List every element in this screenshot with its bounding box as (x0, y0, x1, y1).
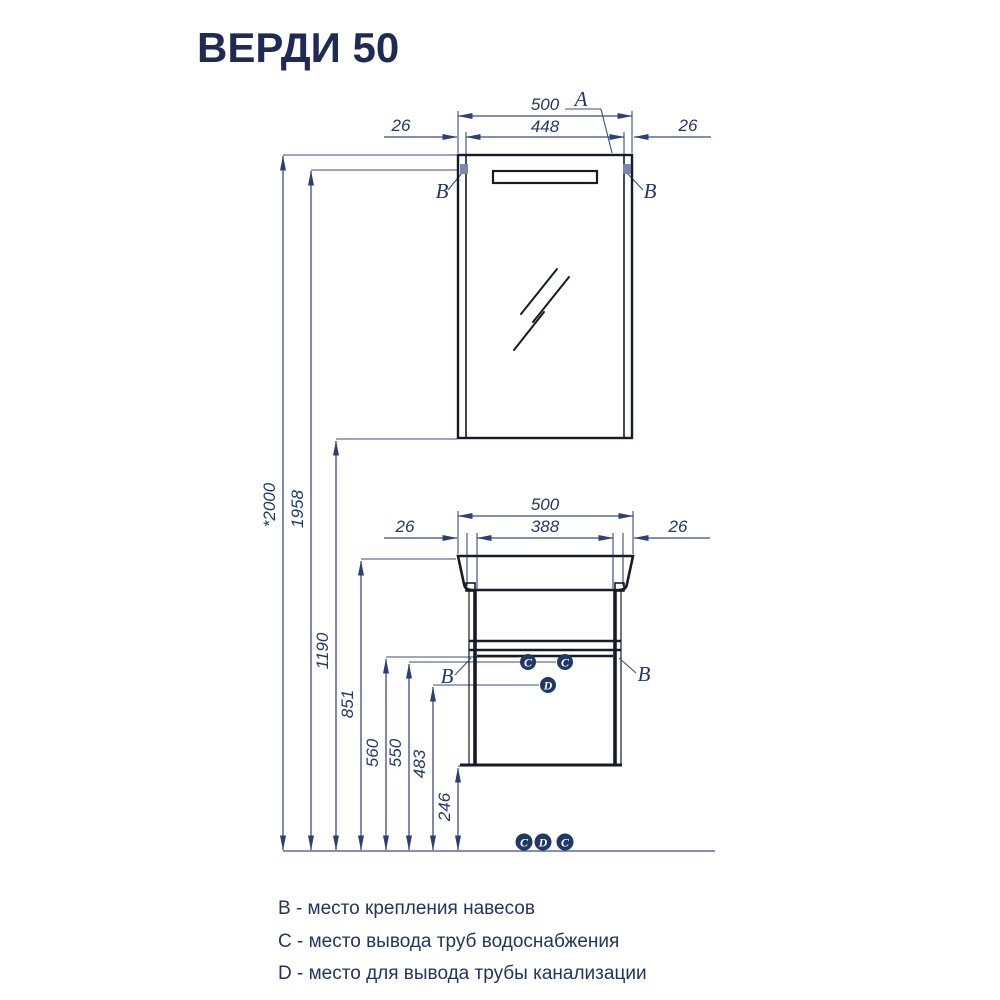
floor-marker-c-right (556, 833, 574, 851)
mount-point-right (623, 164, 631, 174)
floor: C D C (283, 833, 715, 852)
height-value-mirror-bottom: 1190 (313, 632, 332, 669)
legend-line-b: B - место крепления навесов (278, 898, 535, 919)
supply-pipe-marker-left (520, 654, 536, 670)
leader-b (454, 657, 472, 676)
dim-value-mirror-span: 448 (531, 117, 560, 136)
height-value-sink-top: 851 (338, 690, 357, 718)
legend-line-d: D - место для вывода трубы канализации (278, 963, 647, 984)
mirror-dimensions: 500 448 26 26 A B B (384, 87, 711, 203)
lamp-slot (491, 169, 599, 185)
floor-marker-c-left (515, 833, 533, 851)
leader-b (626, 172, 644, 191)
dim-value-mirror-offset-right: 26 (678, 116, 698, 135)
leader-b (447, 172, 463, 191)
dim-value-vanity-width: 500 (531, 495, 560, 514)
height-value-mirror-top: *2000 (260, 482, 279, 527)
floor-marker-letter: C (561, 836, 570, 850)
dim-value-mirror-width: 500 (531, 95, 560, 114)
leader-a (600, 108, 613, 154)
floor-marker-d (534, 833, 552, 851)
floor-marker-letter: C (520, 836, 529, 850)
mirror-cabinet (456, 153, 634, 440)
vanity-unit: B B C C D (441, 554, 651, 767)
dim-value-vanity-offset-right: 26 (668, 517, 688, 536)
label-corner-a: A (573, 87, 588, 111)
label-vanity-mount-right: B (638, 662, 651, 686)
legend: B - место крепления навесов C - место вы… (278, 893, 647, 991)
drain-pipe-letter: D (543, 679, 553, 693)
drain-pipe-marker (540, 677, 556, 693)
leader-b (618, 657, 637, 674)
washbasin (456, 554, 635, 592)
height-value-supply-right: 550 (386, 738, 405, 767)
supply-pipe-marker-right (557, 654, 573, 670)
height-value-supply-left: 560 (363, 738, 382, 767)
height-value-mirror-mount: 1958 (288, 490, 307, 528)
dim-value-vanity-offset-left: 26 (395, 517, 415, 536)
supply-pipe-letter-right: C (561, 656, 570, 670)
height-dimensions: *2000 1958 1190 851 560 550 483 246 (260, 154, 556, 851)
label-vanity-mount-left: B (441, 664, 454, 688)
mount-point-left (460, 164, 468, 174)
supply-pipe-letter-left: C (524, 656, 533, 670)
hanging-bracket-right (614, 582, 625, 592)
label-mirror-mount-right: B (644, 179, 657, 203)
height-value-drain: 483 (410, 749, 429, 778)
dim-value-mirror-offset-left: 26 (391, 116, 411, 135)
hanging-bracket-left (465, 582, 476, 592)
label-mirror-mount-left: B (436, 179, 449, 203)
floor-marker-letter: D (538, 836, 548, 850)
legend-line-c: C - место вывода труб водоснабжения (278, 930, 620, 952)
page-title: ВЕРДИ 50 (197, 24, 400, 71)
mirror-cabinet-outline (456, 153, 634, 440)
mirror-glass-hatch (513, 268, 570, 351)
height-value-cabinet-bottom: 246 (435, 792, 454, 822)
vanity-dimensions: 500 388 26 26 (384, 495, 710, 590)
dim-value-vanity-span: 388 (531, 517, 560, 536)
